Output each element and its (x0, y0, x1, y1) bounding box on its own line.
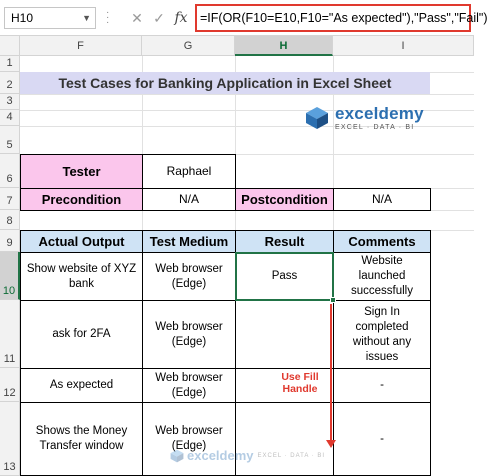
row-header-7[interactable]: 7 (0, 188, 20, 210)
table-cell[interactable]: - (333, 402, 431, 476)
chevron-down-icon[interactable]: ▼ (82, 13, 91, 23)
table-cell[interactable]: Web browser (Edge) (142, 300, 236, 369)
row-header-9[interactable]: 9 (0, 230, 20, 252)
logo-cube-icon (306, 107, 328, 129)
table-cell[interactable]: Show website of XYZ bank (20, 252, 143, 301)
watermark-name: exceldemy (187, 448, 254, 463)
table-cell[interactable]: Web browser (Edge) (142, 368, 236, 403)
table-cell[interactable]: Web browser (Edge) (142, 252, 236, 301)
logo-name: exceldemy (335, 104, 424, 123)
name-box-value: H10 (11, 11, 34, 25)
postcondition-label: Postcondition (235, 188, 334, 211)
column-header-f[interactable]: F (20, 36, 142, 56)
check-icon[interactable]: ✓ (153, 10, 165, 26)
column-header-i[interactable]: I (333, 36, 474, 56)
row-header-6[interactable]: 6 (0, 154, 20, 188)
tester-label: Tester (20, 154, 143, 189)
active-cell-border[interactable] (235, 252, 334, 301)
row-header-5[interactable]: 5 (0, 126, 20, 154)
table-cell[interactable]: Sign In completed without any issues (333, 300, 431, 369)
column-header-h[interactable]: H (235, 36, 333, 56)
drag-arrow (330, 304, 332, 444)
sheet-title: Test Cases for Banking Application in Ex… (20, 72, 430, 94)
result-cell[interactable] (235, 402, 334, 476)
header-result: Result (235, 230, 334, 253)
precondition-label: Precondition (20, 188, 143, 211)
result-cell[interactable] (235, 300, 334, 369)
fill-handle[interactable] (330, 297, 336, 303)
postcondition-value[interactable]: N/A (333, 188, 431, 211)
column-header-g[interactable]: G (142, 36, 235, 56)
row-header-8[interactable]: 8 (0, 210, 20, 230)
tester-value[interactable]: Raphael (142, 154, 236, 189)
row-header-11[interactable]: 11 (0, 300, 20, 368)
exceldemy-logo: exceldemy EXCEL · DATA · BI (305, 104, 424, 132)
row-header-10[interactable]: 10 (0, 252, 20, 300)
table-cell[interactable]: As expected (20, 368, 143, 403)
more-options-icon[interactable]: ··· (106, 7, 110, 28)
row-header-12[interactable]: 12 (0, 368, 20, 402)
header-test-medium: Test Medium (142, 230, 236, 253)
watermark-tagline: EXCEL · DATA · BI (257, 452, 326, 459)
precondition-value[interactable]: N/A (142, 188, 236, 211)
logo-cube-icon (170, 449, 184, 462)
logo-tagline: EXCEL · DATA · BI (335, 124, 415, 131)
header-actual-output: Actual Output (20, 230, 143, 253)
watermark: exceldemy EXCEL · DATA · BI (170, 448, 325, 463)
row-header-3[interactable]: 3 (0, 94, 20, 110)
row-header-4[interactable]: 4 (0, 110, 20, 126)
formula-input[interactable]: =IF(OR(F10=E10,F10="As expected"),"Pass"… (195, 4, 488, 32)
table-cell[interactable]: Website launched successfully (333, 252, 431, 301)
row-header-1[interactable]: 1 (0, 56, 20, 72)
arrow-down-icon (326, 440, 336, 448)
row-header-13[interactable]: 13 (0, 402, 20, 476)
formula-bar: H10 ▼ ··· ✕ ✓ fx =IF(OR(F10=E10,F10="As … (0, 0, 488, 36)
header-comments: Comments (333, 230, 431, 253)
insert-function-icon[interactable]: fx (174, 10, 188, 26)
table-cell[interactable]: ask for 2FA (20, 300, 143, 369)
table-cell[interactable]: - (333, 368, 431, 403)
name-box[interactable]: H10 ▼ (4, 7, 96, 29)
close-icon[interactable]: ✕ (131, 10, 143, 26)
select-all-corner[interactable] (0, 36, 20, 56)
row-header-2[interactable]: 2 (0, 72, 20, 94)
table-cell[interactable]: Web browser (Edge) (142, 402, 236, 476)
fill-handle-annotation: Use Fill Handle (281, 371, 319, 395)
table-cell[interactable]: Shows the Money Transfer window (20, 402, 143, 476)
